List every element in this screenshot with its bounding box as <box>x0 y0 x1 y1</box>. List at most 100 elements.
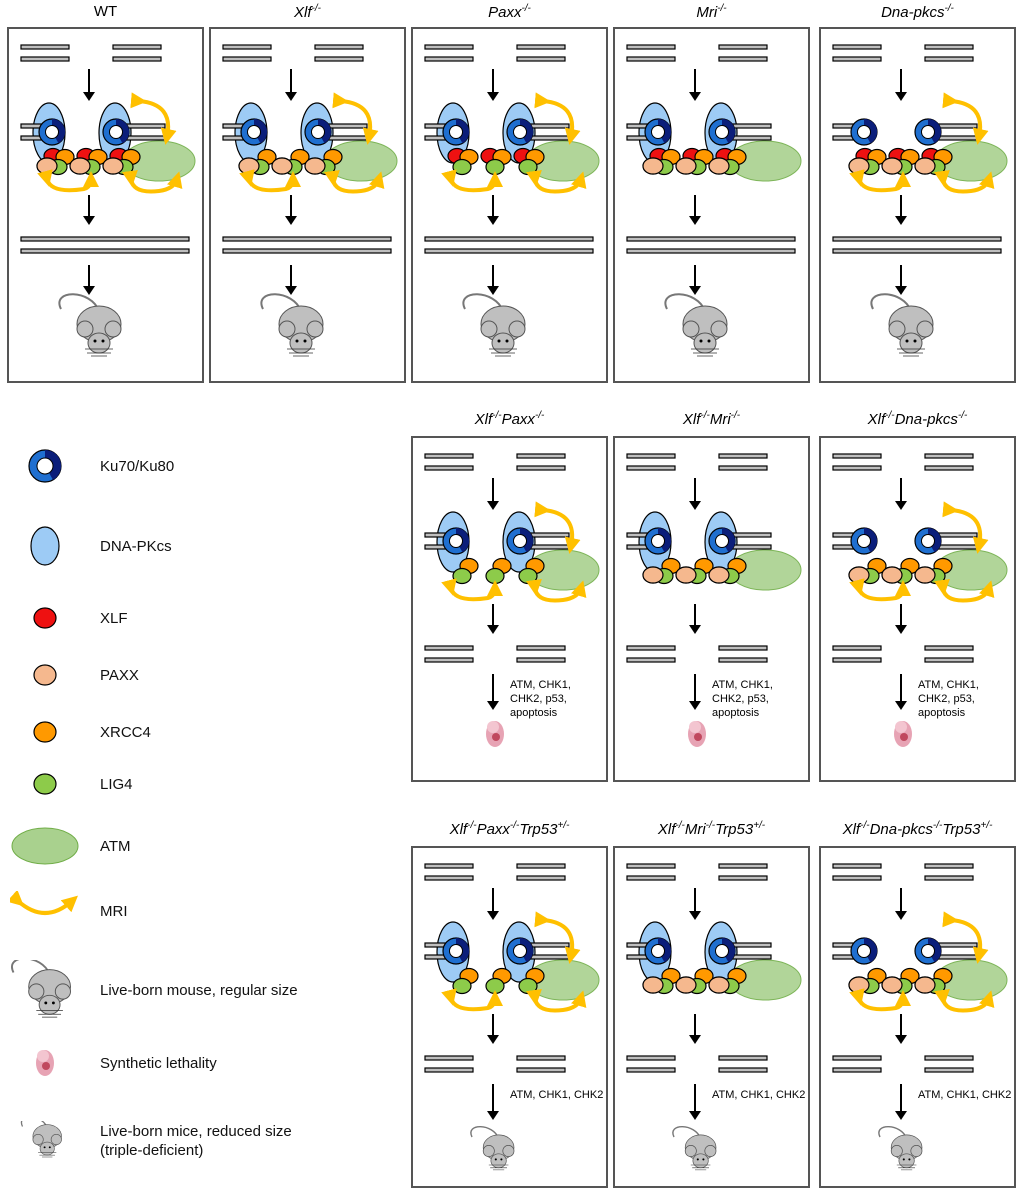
dna-strand <box>516 465 566 471</box>
mouse-icon <box>20 1121 62 1158</box>
genotype-superscript: -/- <box>957 410 968 421</box>
mouse-icon <box>58 293 122 357</box>
panel-title: WT <box>0 3 224 20</box>
panel-title: Paxx-/- <box>391 3 628 21</box>
arrowhead-icon <box>895 625 907 634</box>
joined-dna <box>832 236 1002 242</box>
mri-arc-icon <box>526 579 587 603</box>
arrowhead-icon <box>285 92 297 101</box>
panel-diagram <box>424 453 600 747</box>
ku-hole <box>715 125 729 139</box>
arrowhead-icon <box>689 501 701 510</box>
broken-dna <box>626 1055 676 1061</box>
legend-svg <box>33 721 57 743</box>
genotype-gene: Xlf <box>294 4 312 21</box>
ku-hole <box>921 125 935 139</box>
mri-arc-icon <box>849 988 911 1012</box>
genotype-superscript: -/- <box>705 820 716 831</box>
dna-strand <box>626 56 676 62</box>
panel-diagram <box>832 44 1008 357</box>
mri-icon <box>10 891 78 915</box>
mouse-tail <box>870 293 912 312</box>
dna-strand <box>832 863 882 869</box>
ku70-ku80-icon <box>850 527 878 555</box>
paxx-icon <box>102 157 124 175</box>
broken-dna <box>718 1055 768 1061</box>
mouse-eye <box>295 339 299 343</box>
lig4-icon <box>518 567 538 585</box>
dna-strand <box>832 465 882 471</box>
mouse-eye <box>51 1001 55 1005</box>
legend-item-paxx: PAXX <box>10 655 139 695</box>
ku70-ku80-icon <box>506 118 534 146</box>
broken-dna <box>516 1055 566 1061</box>
lig4-icon <box>518 158 538 176</box>
paxx-icon <box>642 566 664 584</box>
arrowhead-icon <box>83 216 95 225</box>
panel-diagram <box>20 44 196 357</box>
ku-hole <box>857 534 871 548</box>
panel-title: Xlf-/-Paxx-/- <box>391 410 628 428</box>
genotype-panel: ATM, CHK1, CHK2, p53, apoptosis <box>411 436 608 782</box>
paxx-icon <box>914 157 936 175</box>
panel-diagram <box>626 453 802 747</box>
embryo-heart <box>900 733 908 741</box>
mouse-whiskers <box>38 1152 57 1158</box>
genotype-superscript: -/- <box>467 820 477 831</box>
lig4-icon <box>485 567 505 585</box>
mouse-eye <box>48 1146 51 1149</box>
mouse-ear <box>910 1145 923 1157</box>
panel-content <box>832 44 1008 357</box>
ku-hole <box>513 944 527 958</box>
legend-label: Ku70/Ku80 <box>100 457 175 475</box>
dna-strand <box>832 44 882 50</box>
ku-hole <box>651 944 665 958</box>
lig4-icon <box>33 773 57 795</box>
lig4-icon <box>452 158 472 176</box>
genotype-gene: Trp53 <box>942 821 981 838</box>
paxx-icon <box>675 157 697 175</box>
arrowhead-icon <box>895 1035 907 1044</box>
ku-hole <box>109 125 123 139</box>
mri-legend-icon <box>10 891 80 931</box>
lig4-icon <box>452 977 472 995</box>
dna-strand <box>20 44 70 50</box>
mri-arc-icon <box>534 911 581 964</box>
ku-hole <box>311 125 325 139</box>
joined-dna <box>20 236 190 242</box>
mri-arc-icon <box>526 989 587 1013</box>
mouse-whiskers <box>36 1010 63 1018</box>
legend-item-lig4: LIG4 <box>10 764 133 804</box>
genotype-superscript: -/- <box>534 410 545 421</box>
mouse-whiskers <box>690 1164 711 1171</box>
broken-dna <box>516 1067 566 1073</box>
dna-strand <box>424 56 474 62</box>
mri-arc-icon <box>534 501 581 554</box>
paxx-icon <box>271 157 293 175</box>
paxx-icon <box>708 566 730 584</box>
genotype-gene: Xlf <box>682 411 701 428</box>
signaling-annotation: ATM, CHK1, CHK2 <box>918 1089 1012 1101</box>
ku-hole <box>857 944 871 958</box>
ku70-ku80-icon <box>506 937 534 965</box>
ku70-ku80-icon <box>850 937 878 965</box>
panel-content <box>626 453 802 747</box>
mri-arc-icon <box>441 169 503 193</box>
panel-title: Xlf-/-Dna-pkcs-/-Trp53+/- <box>799 820 1020 838</box>
panel-diagram <box>222 44 398 357</box>
genotype-panel <box>819 27 1016 383</box>
mouse-head <box>899 332 923 354</box>
genotype-gene: Xlf <box>449 821 468 838</box>
legend-svg <box>11 827 79 865</box>
dna-strand <box>424 465 474 471</box>
arrowhead-icon <box>689 625 701 634</box>
mouse-icon <box>11 960 71 1018</box>
genotype-gene: Mri <box>709 411 731 428</box>
ku70-ku80-icon <box>38 118 66 146</box>
paxx-icon <box>881 566 903 584</box>
legend-svg <box>11 960 71 1018</box>
legend-item-dnapkcs: DNA-PKcs <box>10 526 172 566</box>
legend-label: PAXX <box>100 666 139 684</box>
xlf-legend-icon <box>10 598 80 638</box>
broken-dna <box>626 645 676 651</box>
